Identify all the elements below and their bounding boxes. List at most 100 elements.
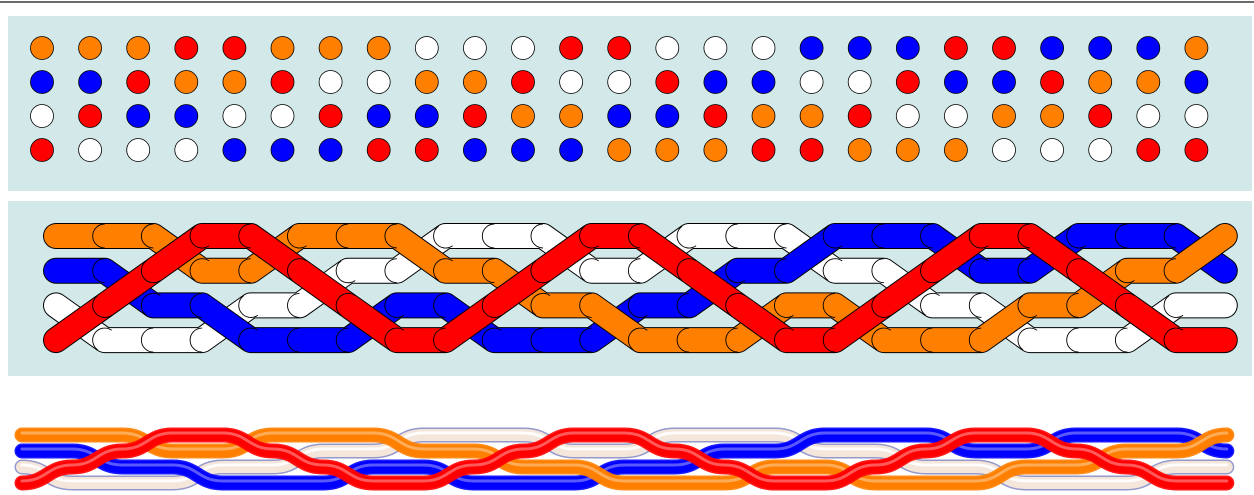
dot-blue-col11-row4	[512, 139, 535, 162]
dot-orange-col3-row1	[127, 37, 150, 60]
dot-blue-col20-row2	[944, 71, 967, 94]
dot-blue-col3-row3	[127, 105, 150, 128]
dot-orange-col14-row4	[656, 139, 679, 162]
dot-orange-col18-row4	[848, 139, 871, 162]
dot-red-col14-row2	[656, 71, 679, 94]
dot-white-col17-row2	[800, 71, 823, 94]
dot-orange-col5-row2	[223, 71, 246, 94]
dot-orange-col13-row4	[608, 139, 631, 162]
dot-white-col1-row3	[31, 105, 54, 128]
dot-white-col2-row4	[79, 139, 102, 162]
dot-red-col6-row2	[271, 71, 294, 94]
dot-red-col9-row4	[415, 139, 438, 162]
dot-blue-col16-row2	[752, 71, 775, 94]
dot-blue-col13-row3	[608, 105, 631, 128]
dot-white-col21-row4	[993, 139, 1016, 162]
dot-orange-col2-row1	[79, 37, 102, 60]
dot-red-col13-row1	[608, 37, 631, 60]
dot-white-col13-row2	[608, 71, 631, 94]
dot-red-col25-row4	[1185, 139, 1208, 162]
dot-white-col10-row1	[463, 37, 486, 60]
dot-red-col3-row2	[127, 71, 150, 94]
dot-orange-col22-row3	[1041, 105, 1064, 128]
color-dot-grid-panel	[8, 16, 1252, 191]
dot-white-col25-row3	[1185, 105, 1208, 128]
dot-blue-col2-row2	[79, 71, 102, 94]
top-divider	[0, 1, 1254, 3]
braid-strand-diagram-panel	[8, 201, 1252, 376]
dot-white-col24-row3	[1137, 105, 1160, 128]
dot-orange-col23-row2	[1089, 71, 1112, 94]
dot-white-col4-row4	[175, 139, 198, 162]
dot-white-col3-row4	[127, 139, 150, 162]
dot-white-col20-row3	[944, 105, 967, 128]
dot-white-col19-row3	[896, 105, 919, 128]
dot-orange-col6-row1	[271, 37, 294, 60]
dot-blue-col24-row1	[1137, 37, 1160, 60]
dot-blue-col9-row3	[415, 105, 438, 128]
dot-red-col15-row3	[704, 105, 727, 128]
dot-red-col19-row2	[896, 71, 919, 94]
dot-white-col7-row2	[319, 71, 342, 94]
dot-white-col12-row2	[560, 71, 583, 94]
dot-orange-col10-row2	[463, 71, 486, 94]
dot-white-col11-row1	[512, 37, 535, 60]
dot-red-col4-row1	[175, 37, 198, 60]
dot-red-col18-row3	[848, 105, 871, 128]
dot-red-col10-row3	[463, 105, 486, 128]
dot-blue-col7-row4	[319, 139, 342, 162]
dot-orange-col15-row4	[704, 139, 727, 162]
braid-strand-diagram	[8, 201, 1252, 376]
dot-red-col7-row3	[319, 105, 342, 128]
dot-orange-col24-row2	[1137, 71, 1160, 94]
dot-white-col5-row3	[223, 105, 246, 128]
dot-white-col16-row1	[752, 37, 775, 60]
dot-orange-col17-row3	[800, 105, 823, 128]
dot-blue-col14-row3	[656, 105, 679, 128]
dot-blue-col8-row3	[367, 105, 390, 128]
dot-orange-col25-row1	[1185, 37, 1208, 60]
dot-white-col22-row4	[1041, 139, 1064, 162]
dot-orange-col1-row1	[31, 37, 54, 60]
dot-white-col6-row3	[271, 105, 294, 128]
dot-blue-col19-row1	[896, 37, 919, 60]
dot-orange-col4-row2	[175, 71, 198, 94]
dot-blue-col6-row4	[271, 139, 294, 162]
dot-orange-col9-row2	[415, 71, 438, 94]
dot-red-col5-row1	[223, 37, 246, 60]
dot-orange-col20-row4	[944, 139, 967, 162]
dot-red-col21-row1	[993, 37, 1016, 60]
dot-white-col23-row4	[1089, 139, 1112, 162]
dot-red-col23-row3	[1089, 105, 1112, 128]
dot-orange-col16-row3	[752, 105, 775, 128]
dot-blue-col21-row2	[993, 71, 1016, 94]
dot-blue-col10-row4	[463, 139, 486, 162]
dot-blue-col18-row1	[848, 37, 871, 60]
dot-orange-col7-row1	[319, 37, 342, 60]
dot-blue-col5-row4	[223, 139, 246, 162]
dot-blue-col25-row2	[1185, 71, 1208, 94]
dot-orange-col19-row4	[896, 139, 919, 162]
dot-blue-col4-row3	[175, 105, 198, 128]
dot-white-col8-row2	[367, 71, 390, 94]
dot-blue-col12-row4	[560, 139, 583, 162]
dot-red-col20-row1	[944, 37, 967, 60]
dot-red-col11-row2	[512, 71, 535, 94]
dot-red-col2-row3	[79, 105, 102, 128]
dot-blue-col15-row2	[704, 71, 727, 94]
dot-orange-col12-row3	[560, 105, 583, 128]
dot-orange-col8-row1	[367, 37, 390, 60]
color-dot-grid	[8, 16, 1252, 191]
dot-white-col18-row2	[848, 71, 871, 94]
dot-red-col24-row4	[1137, 139, 1160, 162]
dot-blue-col22-row1	[1041, 37, 1064, 60]
braid-3d-rendering-panel	[0, 380, 1254, 495]
dot-blue-col17-row1	[800, 37, 823, 60]
braid-3d-rendering	[0, 380, 1254, 495]
dot-blue-col1-row2	[31, 71, 54, 94]
dot-red-col17-row4	[800, 139, 823, 162]
dot-red-col22-row2	[1041, 71, 1064, 94]
dot-orange-col11-row3	[512, 105, 535, 128]
dot-white-col15-row1	[704, 37, 727, 60]
dot-white-col14-row1	[656, 37, 679, 60]
